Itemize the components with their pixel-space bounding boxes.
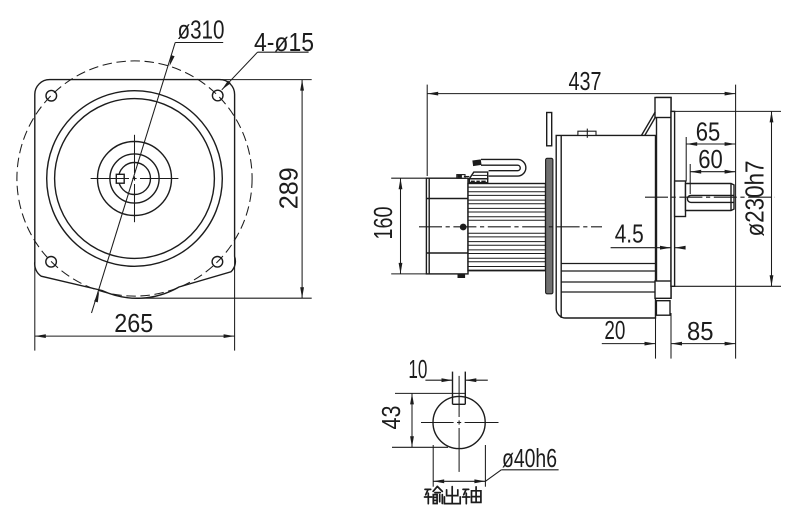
- dim-shaft-60: 60: [698, 144, 723, 174]
- bolt-hole-tl: [45, 89, 58, 102]
- dim-key-width: 10: [408, 354, 427, 384]
- dim-width: 265: [114, 308, 153, 338]
- bolt-hole-bl: [45, 255, 58, 268]
- dim-motor-height: 160: [368, 207, 398, 240]
- dim-arrow: [410, 436, 414, 448]
- dim-arrow: [427, 91, 439, 96]
- dim-arrow: [300, 79, 304, 91]
- bolt-hole-br: [211, 255, 224, 268]
- dim-overall-length: 437: [569, 66, 602, 96]
- dim-arrow: [398, 262, 403, 274]
- dim-arrow: [223, 334, 235, 338]
- dim-arrow: [769, 275, 774, 287]
- junction-box-terminal: [481, 180, 486, 183]
- cover-clip-bottom: [457, 274, 466, 278]
- motor-flange-ring: [545, 157, 554, 295]
- shaft-hub: [673, 180, 687, 218]
- shaft-keyway-side: [686, 194, 734, 204]
- dim-arrow: [644, 341, 656, 346]
- dim-arrow: [410, 393, 414, 405]
- dim-arrow: [671, 341, 682, 346]
- dim-arrow: [686, 142, 698, 146]
- dim-arrow: [769, 111, 774, 123]
- housing-face-circle: [53, 97, 216, 260]
- dim-bolt-circle: ø310: [178, 14, 225, 44]
- flange-top-lug: [654, 96, 672, 119]
- junction-box-terminal: [470, 180, 475, 183]
- conduit-gland: [472, 159, 482, 167]
- flange-bottom-lug: [654, 280, 672, 299]
- dim-height: 289: [274, 167, 304, 209]
- conduit-inner: [481, 164, 521, 172]
- output-shaft-label: 输出轴: [423, 485, 482, 506]
- dim-arrow: [724, 169, 736, 174]
- conduit-outer: [481, 158, 527, 177]
- dim-arrow: [690, 169, 702, 174]
- dim-flange-to-tip: 85: [687, 316, 714, 346]
- lift-post: [546, 111, 553, 147]
- dim-shaft-65: 65: [696, 116, 721, 146]
- shaft-detail-view: 10 43 ø40h6: [376, 354, 559, 487]
- bolt-hole-tr: [211, 89, 224, 102]
- cover-clip-top-dark: [457, 174, 462, 178]
- dim-arrow: [94, 291, 100, 303]
- dim-arrow: [441, 378, 453, 383]
- dim-arrow: [660, 245, 671, 250]
- drawing-line: [90, 42, 176, 314]
- drawing-line: [644, 117, 656, 136]
- output-flange-plate: [655, 96, 672, 300]
- dim-spigot-depth: 4.5: [615, 219, 644, 249]
- dim-arrow: [724, 341, 736, 346]
- dim-arrow: [221, 80, 231, 90]
- dim-arrow: [465, 378, 477, 383]
- dim-arrow: [398, 178, 403, 190]
- dim-key-height: 43: [376, 406, 406, 430]
- dim-flange-thickness: 20: [604, 315, 625, 345]
- drawing-line: [640, 111, 656, 136]
- dim-spigot-dia: ø230h7: [740, 161, 770, 237]
- side-view: 437 ø230h7 65 60 160 4.5 20 85: [368, 66, 781, 359]
- output-shaft-label-text: 输出轴: [425, 486, 479, 506]
- flange-bottom-step: [655, 300, 671, 316]
- output-shaft-label-glyphs: [423, 485, 482, 505]
- dim-arrow: [34, 334, 46, 338]
- housing-od-circle: [45, 89, 224, 268]
- dim-arrow: [474, 479, 486, 484]
- bolt-circle: [16, 60, 253, 297]
- dim-arrow: [724, 142, 736, 146]
- junction-box-terminal: [476, 180, 480, 183]
- dim-arrow: [724, 91, 736, 96]
- dim-arrow: [674, 245, 686, 250]
- dim-arrow: [300, 287, 304, 299]
- front-view: ø310 4-ø15 265 289: [16, 14, 314, 351]
- dim-arrow: [169, 55, 175, 67]
- dim-shaft-dia: ø40h6: [502, 443, 557, 473]
- drawing-line: [485, 469, 502, 482]
- dim-arrow: [433, 479, 445, 484]
- dim-bolt-holes: 4-ø15: [254, 27, 314, 57]
